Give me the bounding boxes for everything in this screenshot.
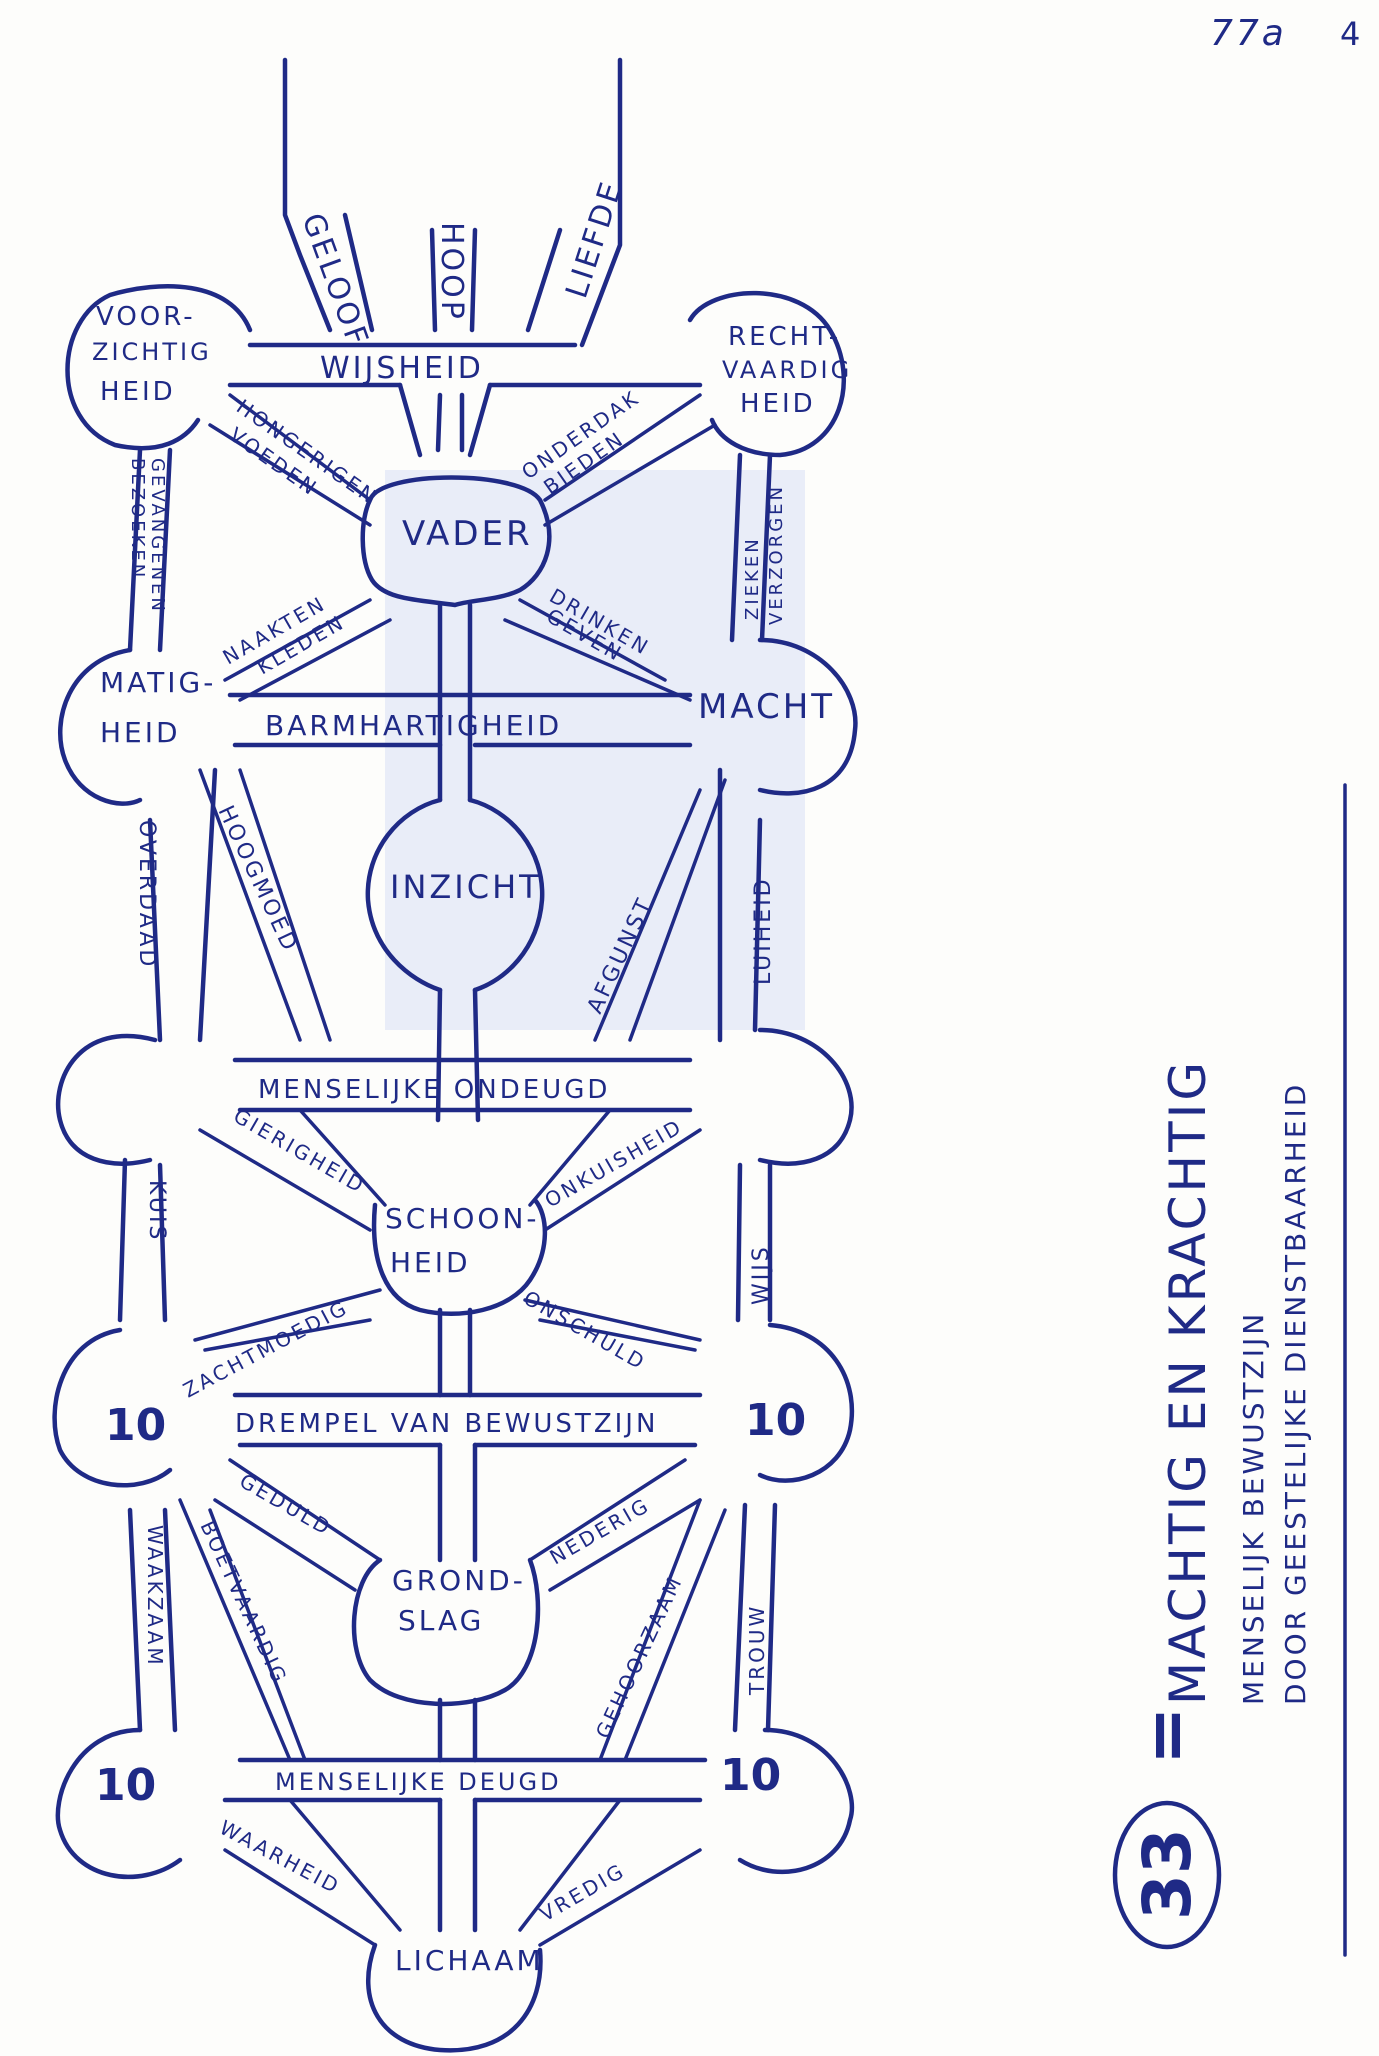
path-gevangenen: GEVANGENEN BEZOEKEN — [127, 458, 168, 614]
caption: 33 = MACHTIG EN KRACHTIG MENSELIJK BEWUS… — [1112, 783, 1347, 1957]
path-overdaad: OVERDAAD — [134, 820, 159, 969]
bar-barmhartigheid: BARMHARTIGHEID — [265, 709, 562, 742]
svg-text:GEVANGENEN: GEVANGENEN — [147, 458, 168, 614]
node-lichaam: LICHAAM — [395, 1944, 544, 1977]
path-gierigheid: GIERIGHEID — [230, 1104, 370, 1199]
bar-menselijke-deugd: MENSELIJKE DEUGD — [275, 1768, 562, 1796]
svg-text:SCHOON-: SCHOON- — [385, 1202, 540, 1235]
node-macht: MACHT — [698, 687, 835, 727]
caption-number-circle — [1112, 1800, 1222, 1950]
node-rechtvaardigheid: RECHT- VAARDIG HEID — [722, 322, 852, 419]
node-ten-low-left: 10 — [95, 1760, 156, 1811]
path-geloof: GELOOF — [294, 209, 375, 353]
caption-line1: MACHTIG EN KRACHTIG — [1159, 1059, 1217, 1705]
svg-text:HEID: HEID — [390, 1246, 471, 1279]
path-geduld: GEDULD — [236, 1469, 337, 1541]
svg-text:ZIEKEN: ZIEKEN — [742, 536, 763, 620]
node-inzicht: INZICHT — [390, 868, 542, 906]
path-gehoorzaam: GEHOORZAAM — [591, 1571, 688, 1742]
tree-outline — [52, 57, 858, 2053]
page-mark-right: 4 — [1340, 15, 1363, 53]
svg-text:VERZORGEN: VERZORGEN — [766, 484, 787, 625]
svg-text:HEID: HEID — [740, 389, 816, 419]
svg-text:HEID: HEID — [100, 377, 176, 407]
node-schoonheid: SCHOON- HEID — [385, 1202, 540, 1279]
node-grondslag: GROND- SLAG — [392, 1564, 526, 1637]
path-waakzaam: WAAKZAAM — [143, 1525, 167, 1668]
svg-text:ZICHTIG: ZICHTIG — [92, 338, 212, 366]
svg-text:MATIG-: MATIG- — [100, 666, 216, 699]
svg-text:SLAG: SLAG — [398, 1604, 484, 1637]
path-onkuisheid: ONKUISHEID — [541, 1114, 688, 1213]
node-matigheid: MATIG- HEID — [100, 666, 216, 749]
node-ten-low-right: 10 — [720, 1750, 781, 1801]
svg-text:VOOR-: VOOR- — [96, 302, 196, 332]
node-vader: VADER — [402, 514, 533, 554]
svg-text:HEID: HEID — [100, 716, 181, 749]
path-wijs: WIJS — [749, 1244, 774, 1305]
svg-text:RECHT-: RECHT- — [728, 322, 841, 352]
path-nederig: NEDERIG — [546, 1493, 655, 1570]
path-luiheid: LUIHEID — [751, 876, 776, 985]
caption-equals: = — [1125, 1706, 1207, 1765]
svg-text:GROND-: GROND- — [392, 1564, 526, 1597]
caption-line3: DOOR GEESTELIJKE DIENSTBAARHEID — [1279, 1082, 1312, 1705]
svg-text:BEZOEKEN: BEZOEKEN — [127, 458, 148, 580]
bar-drempel: DREMPEL VAN BEWUSTZIJN — [235, 1409, 658, 1439]
path-kuis: KUIS — [144, 1180, 169, 1242]
bar-wijsheid: WIJSHEID — [320, 351, 484, 386]
node-ten-mid-right: 10 — [745, 1395, 806, 1446]
bar-menselijke-ondeugd: MENSELIJKE ONDEUGD — [258, 1075, 610, 1105]
caption-number: 33 — [1129, 1828, 1206, 1920]
path-naakten: NAAKTEN KLEDEN — [219, 591, 350, 679]
page-mark-left: 77a — [1210, 13, 1287, 54]
svg-text:VAARDIG: VAARDIG — [722, 356, 852, 384]
path-trouw: TROUW — [745, 1604, 769, 1696]
path-boetvaardig: BOETVAARDIG — [195, 1517, 292, 1688]
caption-line2: MENSELIJK BEWUSTZIJN — [1237, 1311, 1270, 1705]
path-zieken: ZIEKEN VERZORGEN — [742, 484, 787, 625]
node-voorzichtigheid: VOOR- ZICHTIG HEID — [92, 302, 212, 407]
node-ten-mid-left: 10 — [105, 1400, 166, 1451]
path-onschuld: ONSCHULD — [520, 1286, 651, 1376]
path-hoop: HOOP — [434, 222, 469, 322]
path-hongerigen: HONGERIGEN VOEDEN — [225, 394, 382, 509]
